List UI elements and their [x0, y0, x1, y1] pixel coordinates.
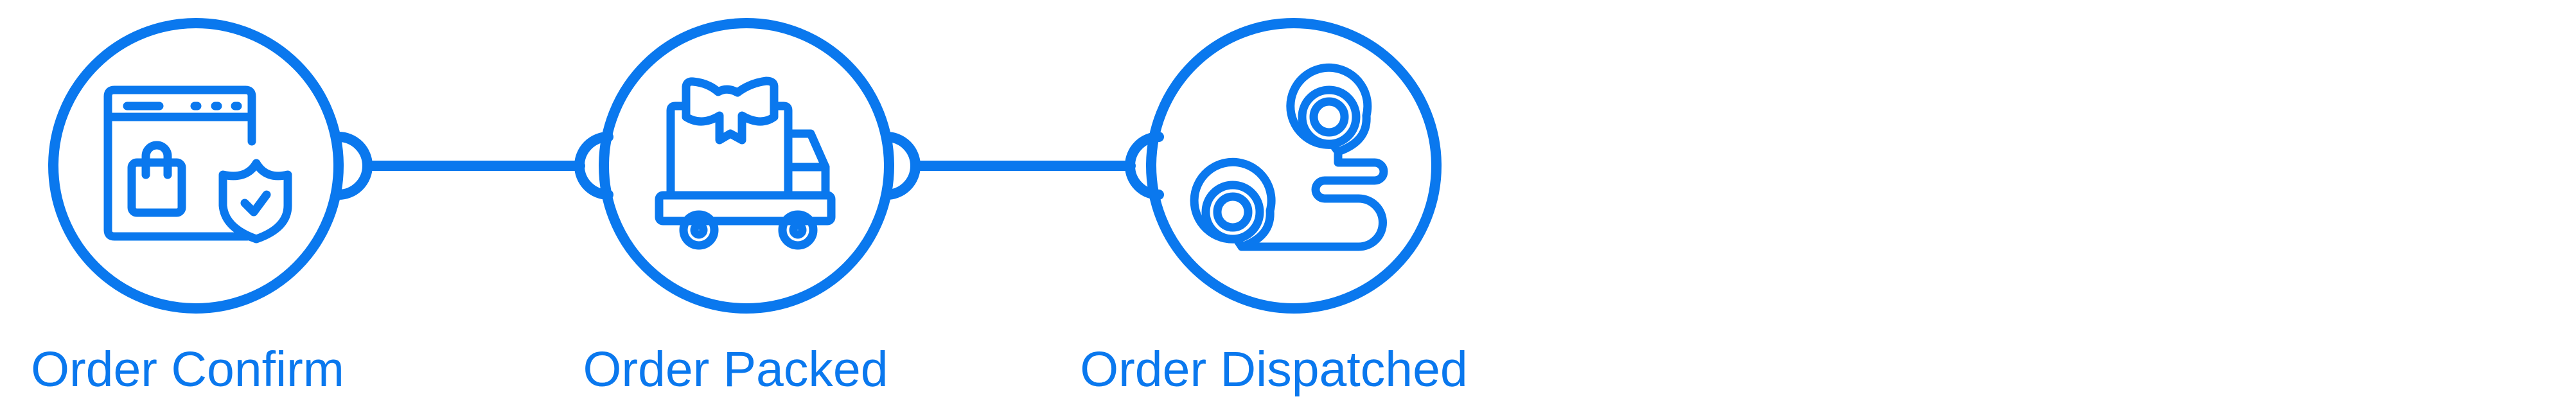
step-circle-2 [599, 18, 894, 314]
step-label-order-dispatched: Order Dispatched [1080, 342, 1468, 397]
delivery-truck-with-gift-box-icon [655, 76, 836, 250]
online-shop-protected-bag-icon [103, 85, 292, 244]
step-label-order-confirm: Order Confirm [31, 342, 344, 397]
step-label-order-packed: Order Packed [583, 342, 888, 397]
route-map-pins-icon [1190, 63, 1388, 251]
step-circle-3 [1146, 18, 1442, 314]
connector-cap-right [574, 132, 613, 200]
connector-2-3 [881, 132, 1164, 200]
step-circle-1 [48, 18, 344, 314]
connector-cap-right [1125, 132, 1164, 200]
connector-1-2 [333, 132, 613, 200]
